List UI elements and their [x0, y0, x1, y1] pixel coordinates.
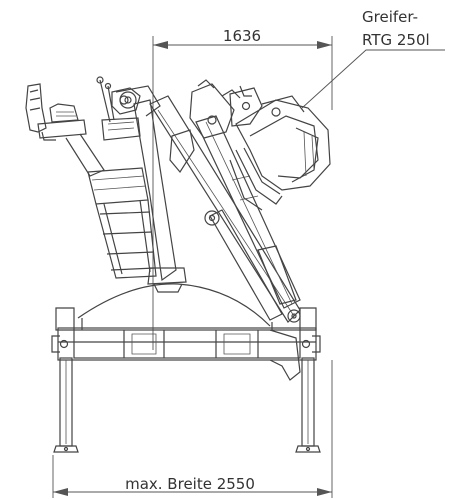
outrigger-legs — [53, 357, 321, 453]
bottom-dimension-label: max. Breite 2550 — [125, 475, 255, 493]
operator-seat — [25, 83, 87, 141]
top-dimension: 1636 — [152, 27, 333, 350]
top-dimension-label: 1636 — [223, 27, 261, 45]
base-frame — [51, 283, 321, 381]
crane-column — [115, 85, 187, 293]
callout-line-2: RTG 250l — [362, 31, 430, 49]
jib-arm — [195, 115, 301, 321]
bottom-dimension: max. Breite 2550 — [52, 360, 333, 498]
ladder — [87, 167, 157, 279]
gripper — [229, 95, 331, 211]
main-boom — [149, 95, 301, 323]
boom-head — [189, 79, 263, 139]
gripper-callout: Greifer- RTG 250l — [301, 8, 445, 109]
callout-line-1: Greifer- — [362, 8, 418, 26]
